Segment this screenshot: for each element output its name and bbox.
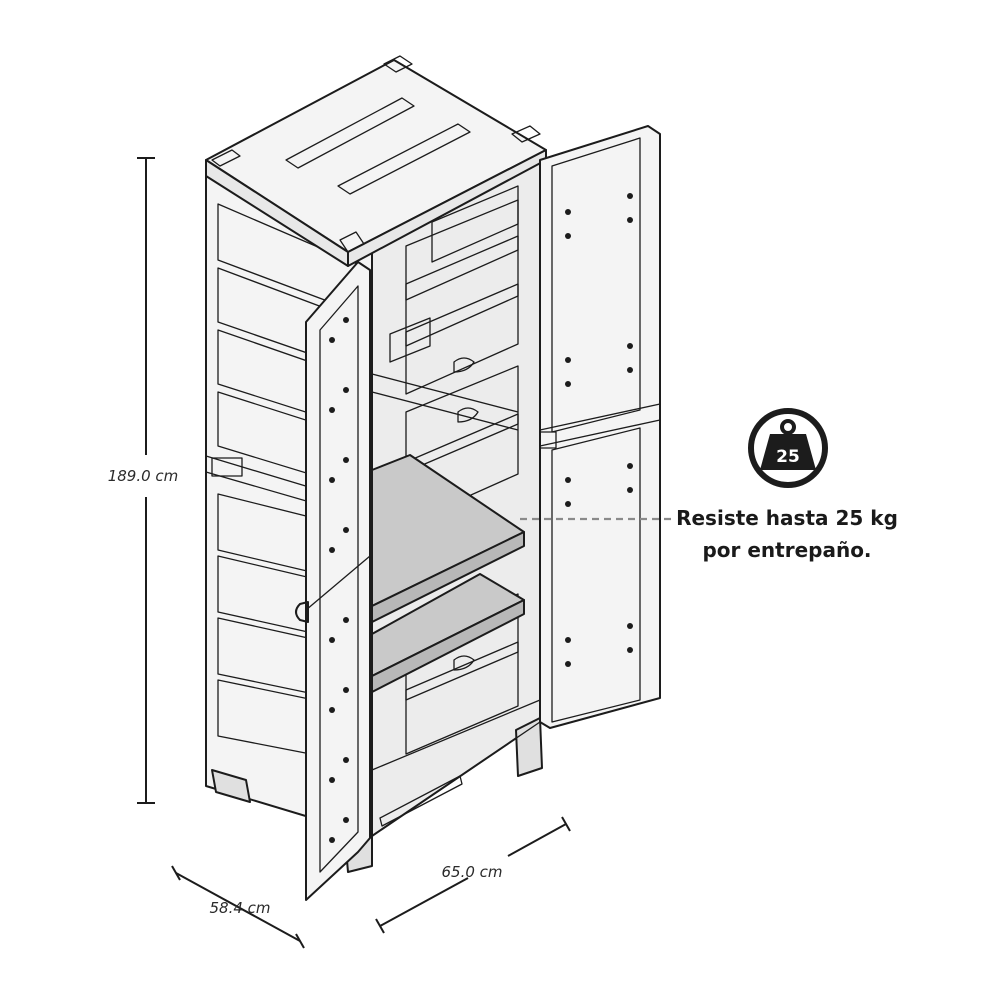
height-label: 189.0 cm <box>108 467 179 485</box>
shelf-upper <box>371 454 525 623</box>
cabinet <box>205 55 547 873</box>
callout-line-1: Resiste hasta 25 kg <box>676 506 898 530</box>
door-peg-holes <box>329 317 349 843</box>
badge-value: 25 <box>776 447 800 467</box>
depth-label: 58.4 cm <box>209 899 270 917</box>
right-door-peg-holes <box>565 193 633 667</box>
height-dimension: 189.0 cm <box>108 157 179 804</box>
depth-dimension: 58.4 cm <box>171 865 305 949</box>
top-grooves <box>211 55 541 253</box>
weight-icon <box>760 419 816 470</box>
badge-ring <box>748 408 828 488</box>
width-dimension: 65.0 cm <box>375 816 571 934</box>
right-door <box>539 125 661 729</box>
shelf-lower <box>371 573 525 693</box>
mounting-hooks <box>371 317 519 671</box>
left-door <box>295 261 371 901</box>
callout-line-2: por entrepaño. <box>702 538 871 562</box>
weight-badge: 25 <box>748 408 828 488</box>
width-label: 65.0 cm <box>441 863 502 881</box>
